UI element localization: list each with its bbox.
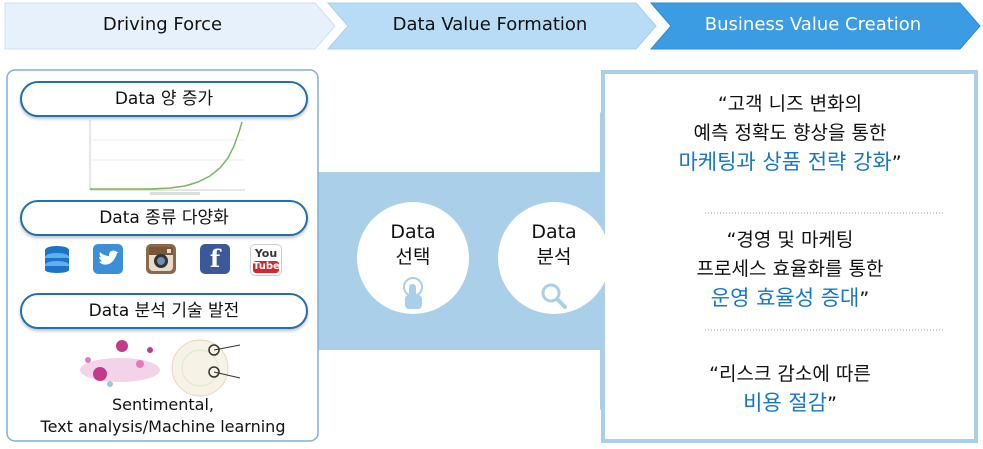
growth-chart-thumbnail bbox=[80, 118, 250, 195]
facebook-icon: f bbox=[200, 244, 230, 274]
quote-2-line-2: 프로세스 효율화를 통한 bbox=[696, 258, 884, 280]
hand-pointer-icon bbox=[403, 277, 423, 309]
circle-2-line-2: 분석 bbox=[536, 246, 572, 268]
instagram-icon bbox=[146, 244, 176, 274]
caption-line-1: Sentimental, bbox=[111, 395, 215, 414]
circle-2-text: Data 분석 bbox=[504, 220, 604, 270]
phase-driving-force: Driving Force bbox=[102, 14, 223, 35]
pill-analysis-tech: Data 분석 기술 발전 bbox=[20, 293, 308, 329]
youtube-label-tube: Tube bbox=[253, 261, 280, 273]
quote-1-line-2: 예측 정확도 향상을 통한 bbox=[693, 122, 887, 144]
quote-1-end: ” bbox=[891, 152, 902, 174]
youtube-icon: You Tube bbox=[250, 244, 282, 276]
quote-3-highlight: 비용 절감 bbox=[743, 391, 828, 415]
circle-1-line-2: 선택 bbox=[395, 246, 431, 268]
quote-2-end: ” bbox=[859, 288, 870, 310]
quote-3-end: ” bbox=[827, 393, 837, 415]
circle-2-line-1: Data bbox=[531, 221, 577, 243]
right-panel bbox=[601, 70, 978, 443]
phase-chevron-3 bbox=[649, 2, 981, 50]
phase-business-value-creation: Business Value Creation bbox=[704, 14, 922, 35]
pill-data-variety: Data 종류 다양화 bbox=[20, 200, 308, 236]
quote-2-line-1: “경영 및 마케팅 bbox=[726, 229, 854, 251]
quote-3-line-1: “리스크 감소에 따른 bbox=[709, 363, 871, 385]
quote-operations: “경영 및 마케팅 프로세스 효율화를 통한 운영 효율성 증대” bbox=[605, 226, 975, 314]
circle-1-text: Data 선택 bbox=[363, 220, 463, 270]
phase-data-value-formation: Data Value Formation bbox=[392, 14, 588, 35]
database-icon bbox=[42, 244, 72, 274]
circle-1-line-1: Data bbox=[390, 221, 436, 243]
quote-marketing: “고객 니즈 변화의 예측 정확도 향상을 통한 마케팅과 상품 전략 강화” bbox=[605, 90, 975, 178]
youtube-label-you: You bbox=[254, 247, 278, 260]
quote-cost: “리스크 감소에 따른 비용 절감” bbox=[605, 360, 975, 419]
quote-1-line-1: “고객 니즈 변화의 bbox=[717, 93, 863, 115]
phase-chevron-2 bbox=[326, 2, 657, 50]
quote-2-highlight: 운영 효율성 증대 bbox=[710, 286, 860, 310]
circle-data-analysis bbox=[498, 202, 610, 314]
phase-chevron-1 bbox=[4, 2, 336, 50]
twitter-icon bbox=[93, 244, 123, 274]
quote-1-highlight: 마케팅과 상품 전략 강화 bbox=[678, 150, 892, 174]
circle-data-selection bbox=[357, 202, 469, 314]
pill-data-volume: Data 양 증가 bbox=[20, 81, 308, 117]
caption-line-2: Text analysis/Machine learning bbox=[40, 417, 286, 436]
sentiment-network-thumbnail bbox=[80, 339, 241, 397]
magnifier-icon bbox=[541, 283, 567, 309]
